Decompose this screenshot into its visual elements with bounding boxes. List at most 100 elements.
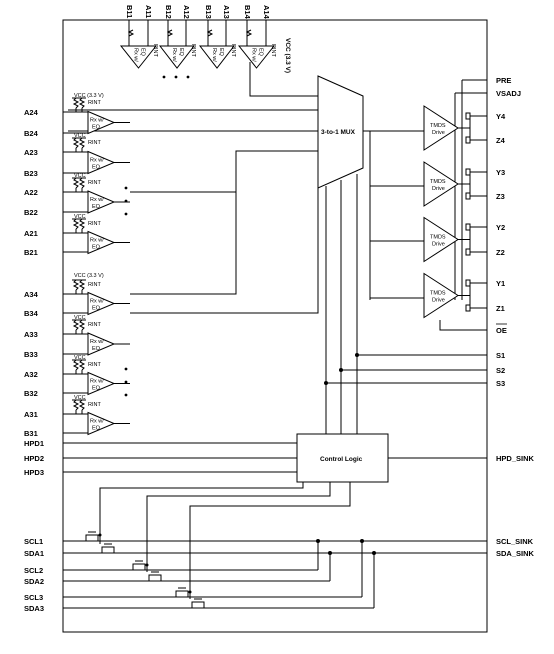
tmds-output-z [469,184,487,197]
rint-label: RINT [88,402,101,408]
rx-eq-label-line1: Rx w/ [90,419,104,425]
vcc-short-label: VCC [74,133,86,139]
pin-label-a34: A34 [24,290,39,299]
ddc-fet-pair [175,587,205,608]
tmds-output-z [469,239,487,253]
rint-label: RINT [88,140,101,146]
pin-label-a33: A33 [24,330,38,339]
pin-label-b13: B13 [204,5,213,19]
pin-label-scl2: SCL2 [24,566,43,575]
tmds-output-y [469,115,487,128]
pin-label-a21: A21 [24,229,38,238]
tmds-output-y [469,282,487,296]
tmds-label-line2: Drive [432,242,445,248]
rx-eq-label-line2: EQ [178,48,184,57]
pin-label-y3: Y3 [496,168,505,177]
ic-boundary [62,19,488,633]
vcc-short-label: VCC [74,355,86,361]
pin-label-b34: B34 [24,309,39,318]
rx-eq-label-line2: EQ [92,165,101,171]
rint-label: RINT [88,180,101,186]
rx-eq-label-line2: EQ [92,245,101,251]
pin-label-b12: B12 [164,5,173,19]
tmds-triangle [423,216,459,263]
termination-resistor [72,137,80,149]
pin-label-sda1: SDA1 [24,549,44,558]
termination-resistor [72,177,80,189]
tmds-output-z [469,295,487,309]
tmds-triangle [423,105,459,151]
tmds-term [465,248,471,256]
pin-label-a12: A12 [182,5,191,19]
pin-label-y2: Y2 [496,223,505,232]
tmds-label-line2: Drive [432,298,445,304]
ddc-switches [85,531,205,608]
pin-label-a31: A31 [24,410,38,419]
pin-label-scl-sink: SCL_SINK [496,537,534,546]
pin-label-z3: Z3 [496,192,505,201]
pin-label-scl1: SCL1 [24,537,43,546]
ddc-fet-pair [85,531,115,553]
tmds-output-y [469,171,487,184]
fet-channel [85,534,99,541]
rint-label: RINT [88,322,101,328]
rx-eq-label-line1: Rx w/ [90,158,104,164]
pin-label-oe: OE [496,326,507,335]
pin-label-z1: Z1 [496,304,505,313]
vcc-short-label: VCC [74,395,86,401]
pin-label-a22: A22 [24,188,38,197]
termination-resistor [72,218,80,230]
rx-eq-label-line2: EQ [92,306,101,312]
top-vcc-label: VCC (3.3 V) [284,38,291,73]
pin-label-sda-sink: SDA_SINK [496,549,535,558]
pin-label-sda2: SDA2 [24,577,44,586]
rx-eq-label-line2: EQ [92,125,101,131]
pin-label-sda3: SDA3 [24,604,44,613]
pin-label-hpd2: HPD2 [24,454,44,463]
pin-label-a23: A23 [24,148,38,157]
rx-eq-triangle [87,332,116,356]
rx-eq-triangle [198,45,236,69]
termination-resistor [166,29,174,37]
rx-eq-label-line1: Rx w/ [90,197,104,203]
pin-label-hpd1: HPD1 [24,439,44,448]
pin-label-scl3: SCL3 [24,593,43,602]
rx-eq-label-line2: EQ [218,48,224,57]
termination-resistor [78,177,86,189]
termination-resistor [78,399,86,411]
rint-label: RINT [230,44,236,57]
rx-eq-label-line2: EQ [92,204,101,210]
tmds-label-line1: TMDS [430,123,446,129]
ddc-fet-pair [132,560,162,581]
rx-eq-label-line1: Rx w/ [90,379,104,385]
pin-label-s1: S1 [496,351,505,360]
rx-eq-label-line1: Rx w/ [251,48,257,62]
termination-resistor [127,29,135,37]
rx-eq-triangle [237,45,276,69]
pin-label-vsadj: VSADJ [496,89,521,98]
pin-label-a14: A14 [262,5,271,20]
termination-resistor [78,359,86,371]
rx-eq-label-line2: EQ [258,48,264,57]
rx-eq-triangle [87,190,116,214]
pin-label-y1: Y1 [496,279,505,288]
rx-eq-triangle [119,45,158,69]
rx-eq-label-line1: Rx w/ [171,48,177,62]
termination-resistor [78,319,86,331]
pin-labels: A24B24A23B23A22B22A21B21A34B34A33B33A32B… [24,5,535,613]
rx-eq-triangle [87,150,116,175]
rx-eq-label-line1: Rx w/ [211,48,217,62]
tmds-output-z [469,128,487,141]
rx-eq-label-line1: Rx w/ [90,339,104,345]
